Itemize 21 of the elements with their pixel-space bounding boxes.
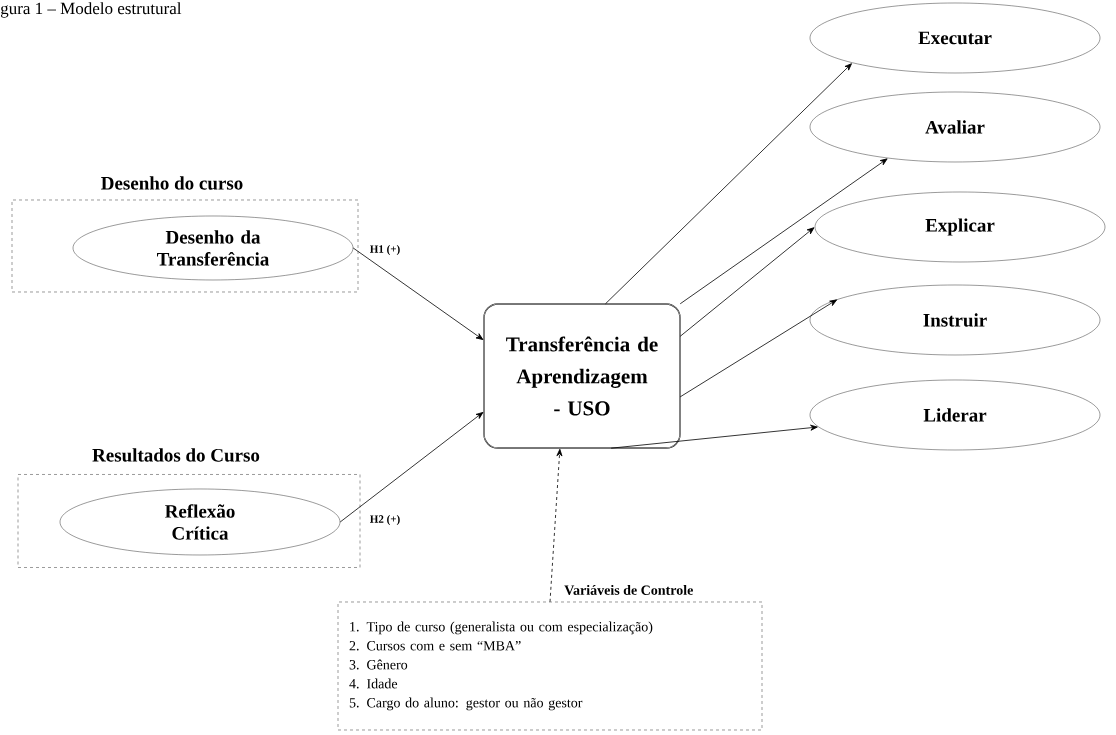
node-label: 4. Idade <box>349 678 398 689</box>
arrow <box>549 448 563 603</box>
arrow <box>610 424 818 449</box>
arrow <box>679 158 888 305</box>
figure-title: gura 1 – Modelo estrutural <box>0 2 182 18</box>
arrow <box>339 412 484 523</box>
node-label: 2. Cursos com e sem “MBA” <box>349 641 521 651</box>
node-label: 3. Gênero <box>349 659 408 670</box>
node-label: 5. Cargo do aluno: gestor ou não gestor <box>349 697 583 711</box>
arrow <box>679 227 815 337</box>
edge-label: H1 (+) <box>368 244 402 256</box>
group-heading: Resultados do Curso <box>92 448 260 462</box>
group-heading: Desenho do curso <box>101 176 243 190</box>
central-box: Transferência de Aprendizagem - USO <box>483 303 681 449</box>
arrow <box>352 247 484 340</box>
node-label: 1. Tipo de curso (generalista ou com especialização) <box>350 621 653 635</box>
list-heading: Variáveis de Controle <box>564 585 693 595</box>
arrow <box>605 63 852 305</box>
list-box: 1. Tipo de curso (generalista ou com especialização) 2. Cursos com e sem “MBA” 3. Gênero 4. Idade 5. Cargo do aluno: gestor ou não gestor <box>337 601 763 731</box>
arrow <box>679 299 838 398</box>
edge-label: H2 (+) <box>368 514 402 526</box>
